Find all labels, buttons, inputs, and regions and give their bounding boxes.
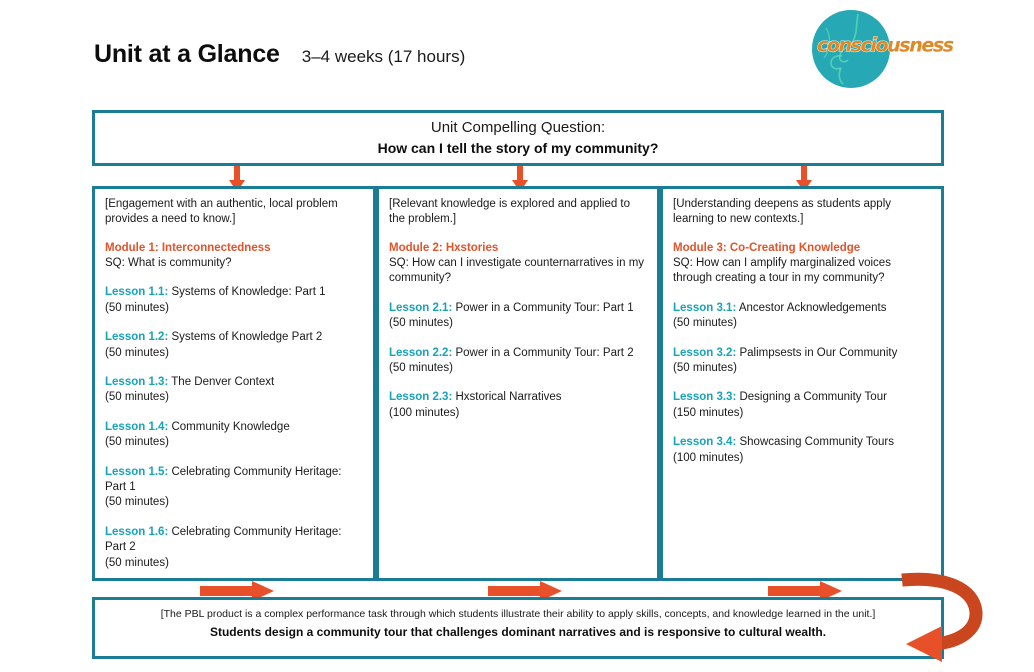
right-arrow-icon-2: [488, 581, 562, 601]
compelling-question-label: Unit Compelling Question:: [430, 119, 606, 137]
lesson-item: Lesson 1.2: Systems of Knowledge Part 2 …: [105, 330, 363, 361]
down-arrow-icon-3: [796, 166, 812, 192]
lesson-id: Lesson 1.3:: [105, 376, 169, 388]
lesson-id: Lesson 1.5:: [105, 465, 169, 478]
module-column-1: [Engagement with an authentic, local pro…: [92, 186, 376, 581]
lesson-duration: (50 minutes): [389, 362, 453, 374]
module-column-2: [Relevant knowledge is explored and appl…: [376, 186, 660, 581]
lesson-title: The Denver Context: [168, 376, 275, 388]
lesson-duration: (50 minutes): [105, 496, 169, 509]
lesson-duration: (50 minutes): [389, 317, 453, 330]
lesson-id: Lesson 2.2:: [389, 346, 453, 359]
lesson-title: Celebrating Community Heritage: Part 2: [105, 525, 342, 554]
lesson-id: Lesson 1.1:: [105, 286, 169, 299]
page-header: Unit at a Glance 3–4 weeks (17 hours): [94, 40, 465, 69]
consciousness-logo: consciousness: [812, 8, 955, 90]
lesson-id: Lesson 2.3:: [389, 391, 453, 404]
module-title: Module 3: Co-Creating Knowledge: [673, 241, 861, 254]
lesson-title: Systems of Knowledge Part 2: [168, 331, 323, 344]
phase-note: [Understanding deepens as students apply…: [673, 198, 892, 226]
lesson-id: Lesson 3.1:: [673, 301, 737, 314]
lesson-duration: (50 minutes): [105, 436, 169, 449]
module-title: Module 2: Hxstories: [389, 241, 499, 254]
logo-circle-shape: [812, 10, 890, 88]
lesson-duration: (100 minutes): [389, 406, 460, 419]
lesson-duration: (50 minutes): [105, 346, 169, 359]
unit-compelling-question-box: Unit Compelling Question: How can I tell…: [92, 110, 944, 166]
pbl-product-statement: Students design a community tour that ch…: [209, 624, 827, 639]
lesson-item: Lesson 2.1: Power in a Community Tour: P…: [389, 301, 647, 332]
lesson-title: Palimpsests in Our Community: [736, 346, 898, 359]
lesson-item: Lesson 1.6: Celebrating Community Herita…: [105, 525, 363, 571]
pbl-product-box: [The PBL product is a complex performanc…: [92, 597, 944, 659]
lesson-item: Lesson 1.4: Community Knowledge (50 minu…: [105, 420, 363, 451]
down-arrow-icon-1: [229, 166, 245, 192]
page-title: Unit at a Glance: [94, 40, 280, 68]
lesson-item: Lesson 3.3: Designing a Community Tour (…: [673, 390, 931, 421]
lesson-id: Lesson 3.3:: [673, 391, 737, 404]
lesson-duration: (50 minutes): [673, 362, 737, 374]
phase-note: [Relevant knowledge is explored and appl…: [389, 198, 631, 226]
pbl-product-note: [The PBL product is a complex performanc…: [160, 608, 876, 620]
logo-face-icon: [823, 13, 859, 85]
compelling-question-text: How can I tell the story of my community…: [377, 139, 659, 156]
lesson-duration: (50 minutes): [673, 317, 737, 330]
lesson-title: Power in a Community Tour: Part 1: [452, 301, 634, 314]
lesson-id: Lesson 1.2:: [105, 331, 169, 344]
lesson-id: Lesson 1.6:: [105, 525, 169, 538]
lesson-item: Lesson 2.2: Power in a Community Tour: P…: [389, 346, 647, 377]
lesson-duration: (50 minutes): [105, 301, 169, 314]
lesson-duration: (50 minutes): [105, 556, 169, 569]
lesson-item: Lesson 1.1: Systems of Knowledge: Part 1…: [105, 285, 363, 316]
lesson-title: Ancestor Acknowledgements: [736, 301, 887, 314]
right-arrow-icon-1: [200, 581, 274, 601]
module-supporting-question: SQ: What is community?: [105, 256, 232, 269]
lesson-item: Lesson 2.3: Hxstorical Narratives (100 m…: [389, 390, 647, 421]
lesson-duration: (50 minutes): [105, 391, 169, 404]
lesson-id: Lesson 3.2:: [673, 346, 737, 359]
lesson-item: Lesson 3.4: Showcasing Community Tours (…: [673, 435, 931, 466]
lesson-title: Systems of Knowledge: Part 1: [168, 286, 326, 299]
module-title: Module 1: Interconnectedness: [105, 241, 271, 254]
module-column-3: [Understanding deepens as students apply…: [660, 186, 944, 581]
right-arrow-icon-3: [768, 581, 842, 601]
phase-note: [Engagement with an authentic, local pro…: [105, 198, 338, 226]
lesson-title: Designing a Community Tour: [736, 391, 887, 404]
lesson-item: Lesson 1.5: Celebrating Community Herita…: [105, 465, 363, 511]
lesson-id: Lesson 2.1:: [389, 301, 453, 314]
down-arrow-icon-2: [512, 166, 528, 192]
lesson-item: Lesson 3.2: Palimpsests in Our Community…: [673, 346, 931, 377]
lesson-title: Power in a Community Tour: Part 2: [452, 346, 634, 359]
lesson-id: Lesson 1.4:: [105, 420, 169, 433]
unit-duration-subtitle: 3–4 weeks (17 hours): [301, 47, 466, 66]
lesson-title: Celebrating Community Heritage: Part 1: [105, 465, 342, 494]
logo-wordmark: consciousness: [817, 33, 955, 57]
lesson-item: Lesson 1.3: The Denver Context (50 minut…: [105, 375, 363, 406]
lesson-item: Lesson 3.1: Ancestor Acknowledgements (5…: [673, 301, 931, 332]
lesson-title: Hxstorical Narratives: [452, 391, 562, 404]
lesson-title: Community Knowledge: [168, 420, 290, 433]
lesson-duration: (150 minutes): [673, 406, 744, 419]
lesson-id: Lesson 3.4:: [673, 436, 737, 449]
lesson-title: Showcasing Community Tours: [736, 436, 894, 449]
module-supporting-question: SQ: How can I investigate counternarrati…: [389, 256, 645, 285]
lesson-duration: (100 minutes): [673, 451, 744, 464]
module-supporting-question: SQ: How can I amplify marginalized voice…: [673, 256, 891, 285]
